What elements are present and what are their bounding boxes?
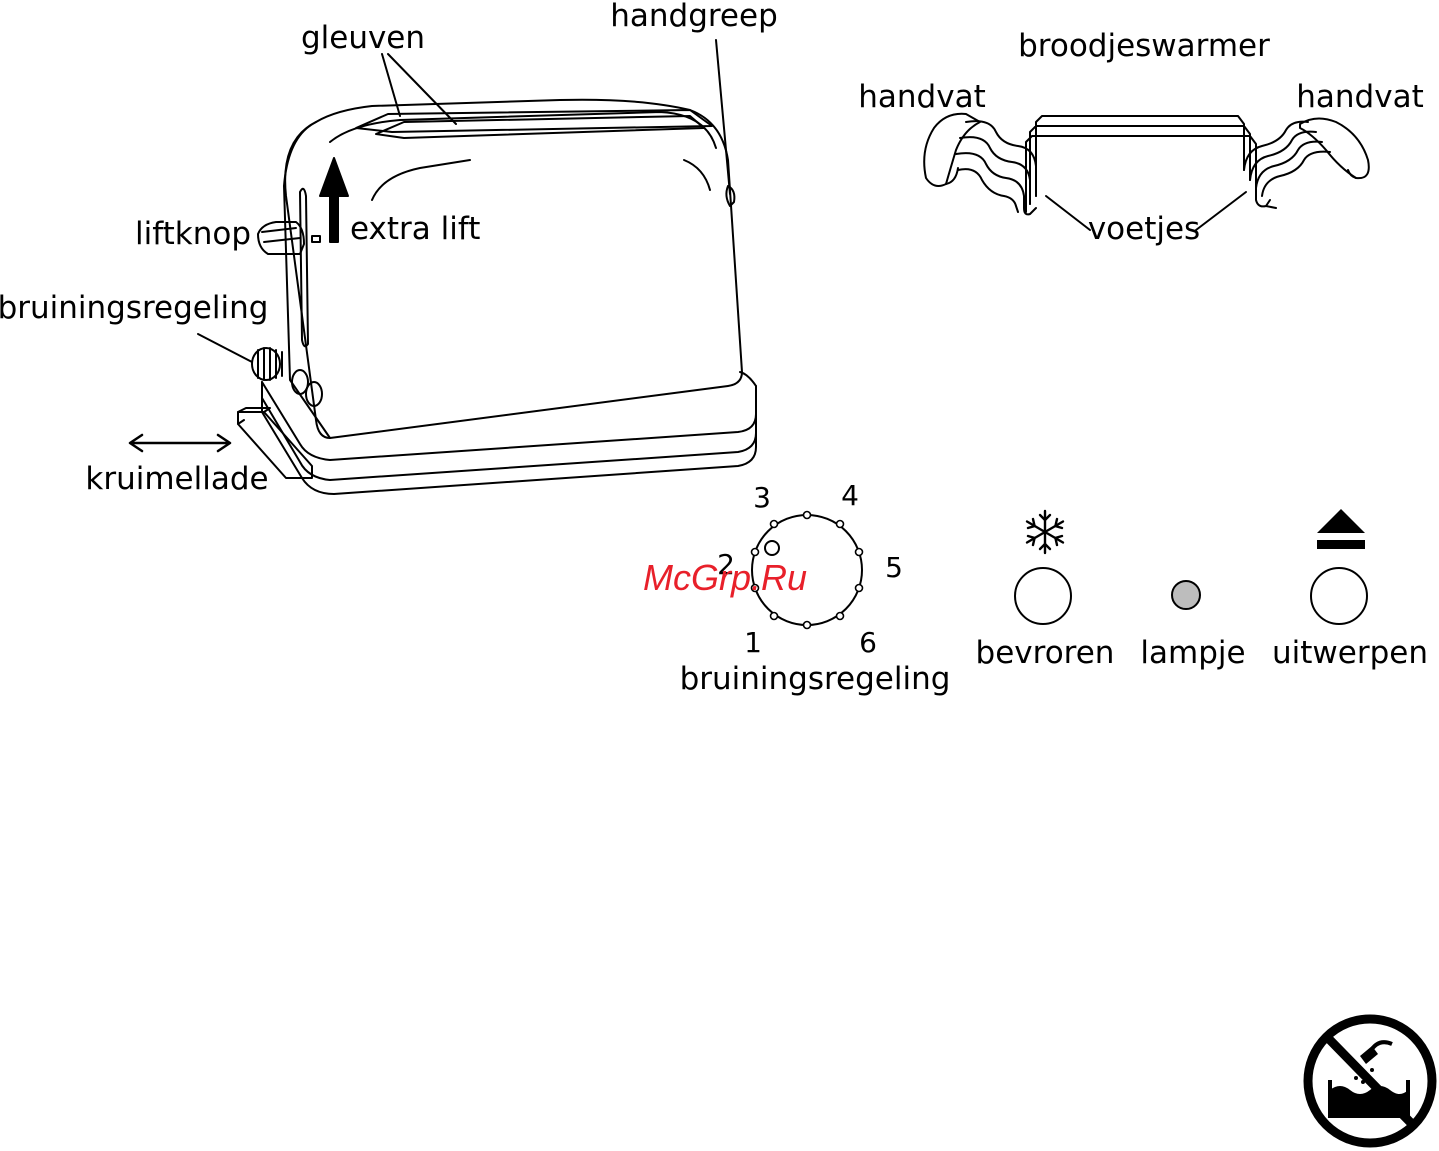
dial-number-4: 4 bbox=[841, 479, 859, 512]
dial-number-5: 5 bbox=[885, 551, 903, 584]
leader-feet-left bbox=[1046, 196, 1090, 230]
label-feet: voetjes bbox=[1088, 211, 1200, 247]
warmer-handle-left bbox=[924, 114, 980, 186]
leader-feet-right bbox=[1196, 192, 1246, 230]
warmer-wires-left bbox=[956, 121, 1036, 214]
watermark: McGrp.Ru bbox=[643, 557, 807, 598]
dial-number-6: 6 bbox=[859, 626, 877, 659]
reflection-right bbox=[684, 160, 710, 190]
crumb-tray-arrow bbox=[130, 435, 230, 451]
label-handle-left: handvat bbox=[858, 79, 985, 115]
dial-indicator bbox=[765, 541, 779, 555]
label-lift-lever: liftknop bbox=[135, 216, 251, 252]
frozen-button bbox=[1015, 568, 1071, 624]
lever-track bbox=[300, 189, 308, 346]
label-handle-right: handvat bbox=[1296, 79, 1423, 115]
leader-handle bbox=[716, 40, 730, 194]
eject-icon bbox=[1317, 509, 1365, 549]
label-extra-lift: extra lift bbox=[350, 211, 480, 247]
label-lamp: lampje bbox=[1140, 635, 1245, 671]
browning-knob-ridges bbox=[258, 348, 282, 380]
indicator-lamp bbox=[1172, 581, 1200, 609]
leader-browning bbox=[198, 334, 252, 362]
toaster-base-top bbox=[262, 372, 756, 460]
toaster-base bbox=[262, 382, 756, 480]
label-eject: uitwerpen bbox=[1272, 635, 1428, 671]
lift-lever-top bbox=[262, 228, 300, 242]
warmer-bars bbox=[1026, 116, 1256, 212]
label-browning-control: bruiningsregeling bbox=[0, 290, 268, 326]
snowflake-icon bbox=[1027, 511, 1063, 553]
no-immersion-icon bbox=[1308, 1019, 1432, 1143]
lift-lever-mark bbox=[312, 236, 320, 242]
warmer-handle-right bbox=[1300, 118, 1369, 178]
label-handle: handgreep bbox=[610, 0, 778, 34]
label-slots: gleuven bbox=[301, 20, 425, 56]
dial-number-3: 3 bbox=[753, 481, 771, 514]
eject-button bbox=[1311, 568, 1367, 624]
toaster-drawing bbox=[130, 40, 756, 494]
toaster-body bbox=[285, 100, 742, 438]
label-crumb-tray: kruimellade bbox=[85, 461, 268, 497]
label-dial: bruiningsregeling bbox=[680, 661, 951, 697]
extra-lift-arrow bbox=[320, 158, 348, 242]
label-frozen: bevroren bbox=[976, 635, 1115, 671]
dial-number-1: 1 bbox=[744, 626, 762, 659]
warmer-handle-right-edge bbox=[1348, 170, 1356, 178]
reflection-left bbox=[372, 160, 470, 200]
label-bun-warmer: broodjeswarmer bbox=[1018, 28, 1270, 64]
